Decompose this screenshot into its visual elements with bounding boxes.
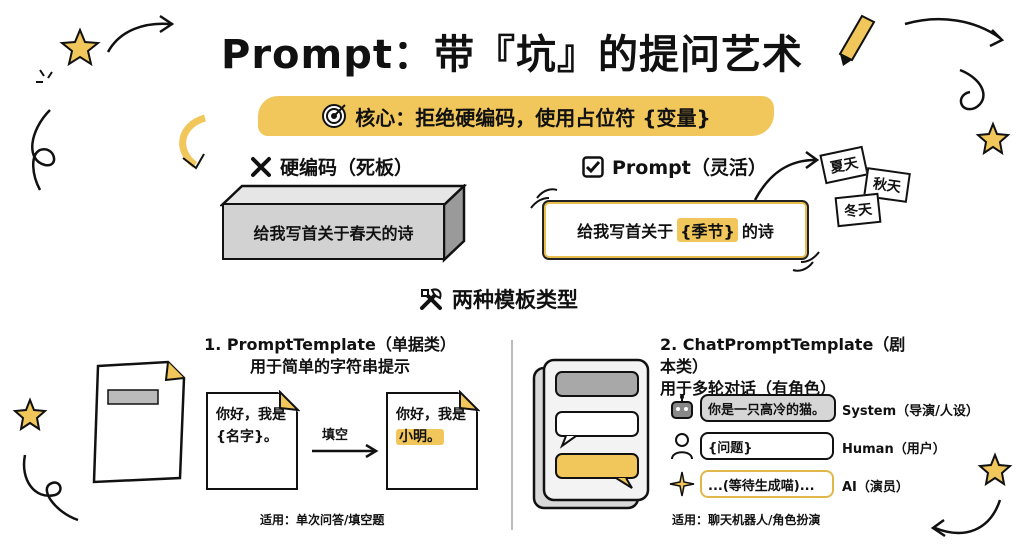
chat-illustration bbox=[532, 358, 650, 510]
human-bubble: {问题} bbox=[700, 432, 834, 460]
checkbox-icon bbox=[582, 155, 604, 178]
page-title: Prompt：带『坑』的提问艺术 bbox=[221, 32, 803, 78]
left-type-title: 1. PromptTemplate（单据类） bbox=[204, 335, 456, 354]
system-label: System（导演/人设） bbox=[842, 404, 979, 419]
ai-label: AI（演员） bbox=[842, 480, 909, 495]
hardcode-label-text: 硬编码（死板） bbox=[280, 157, 414, 179]
curl-arrow-icon bbox=[22, 454, 79, 522]
star-icon bbox=[977, 452, 1013, 487]
system-bubble: 你是一只高冷的猫。 bbox=[700, 394, 836, 422]
core-text: 核心：拒绝硬编码，使用占位符 {变量} bbox=[355, 105, 711, 130]
hardcode-block-depth bbox=[220, 184, 468, 263]
robot-icon bbox=[671, 395, 693, 419]
types-heading-text: 两种模板类型 bbox=[452, 288, 578, 312]
hardcode-label: 硬编码（死板） bbox=[250, 153, 413, 180]
sparkle-icon bbox=[36, 69, 53, 83]
star-icon bbox=[12, 397, 48, 432]
pencil-icon bbox=[838, 14, 876, 66]
curl-arrow-icon bbox=[934, 499, 1002, 535]
document-icon bbox=[92, 360, 186, 484]
template-line1: 你好，我是 bbox=[216, 407, 286, 423]
paper-corner-icon bbox=[278, 390, 300, 412]
template-line2: {名字}。 bbox=[216, 429, 278, 445]
cross-icon bbox=[251, 156, 271, 177]
ai-bubble: ...(等待生成喵)... bbox=[700, 470, 834, 498]
star-icon bbox=[975, 121, 1011, 156]
right-type-title: 2. ChatPromptTemplate（剧本类） bbox=[660, 335, 906, 376]
curl-arrow-icon bbox=[959, 68, 985, 111]
hardcode-box: 给我写首关于春天的诗 bbox=[222, 203, 445, 260]
left-type-subtitle: 用于简单的字符串提示 bbox=[249, 357, 410, 376]
prompt-box-marks bbox=[530, 188, 820, 272]
human-label: Human（用户） bbox=[842, 442, 946, 457]
left-caption: 适用：单次问答/填空题 bbox=[260, 513, 385, 527]
filled-line1: 你好，我是 bbox=[396, 407, 466, 423]
prompt-placeholder: {季节} bbox=[677, 218, 738, 242]
prompt-label: Prompt（灵活） bbox=[582, 153, 767, 180]
types-heading: 两种模板类型 bbox=[418, 284, 578, 314]
curl-arrow-icon bbox=[31, 109, 56, 191]
core-banner: 核心：拒绝硬编码，使用占位符 {变量} bbox=[258, 96, 774, 136]
right-type-title-block: 2. ChatPromptTemplate（剧本类） 用于多轮对话（有角色） bbox=[660, 334, 920, 400]
prompt-text-after: 的诗 bbox=[741, 222, 774, 241]
arrow-icon bbox=[106, 22, 171, 53]
right-type-subtitle: 用于多轮对话（有角色） bbox=[660, 379, 837, 398]
tools-icon bbox=[420, 288, 442, 310]
left-type-title-block: 1. PromptTemplate（单据类） 用于简单的字符串提示 bbox=[160, 334, 500, 378]
person-icon bbox=[671, 433, 693, 460]
arrow-icon bbox=[312, 444, 379, 458]
sparkle-icon bbox=[669, 471, 695, 497]
curved-arrow-icon bbox=[179, 114, 207, 168]
filled-line2: 小明。 bbox=[396, 429, 444, 445]
target-icon bbox=[322, 104, 347, 128]
prompt-box: 给我写首关于 {季节} 的诗 bbox=[542, 200, 809, 260]
prompt-text-before: 给我写首关于 bbox=[577, 222, 674, 241]
prompt-label-text: Prompt（灵活） bbox=[612, 157, 767, 179]
paper-corner-icon bbox=[458, 390, 480, 412]
star-icon bbox=[59, 27, 101, 67]
right-caption: 适用：聊天机器人/角色扮演 bbox=[672, 513, 821, 527]
arrow-icon bbox=[753, 158, 816, 201]
arrow-icon bbox=[904, 17, 1001, 40]
fill-arrow-label: 填空 bbox=[322, 428, 349, 443]
season-tag: 冬天 bbox=[834, 192, 882, 228]
